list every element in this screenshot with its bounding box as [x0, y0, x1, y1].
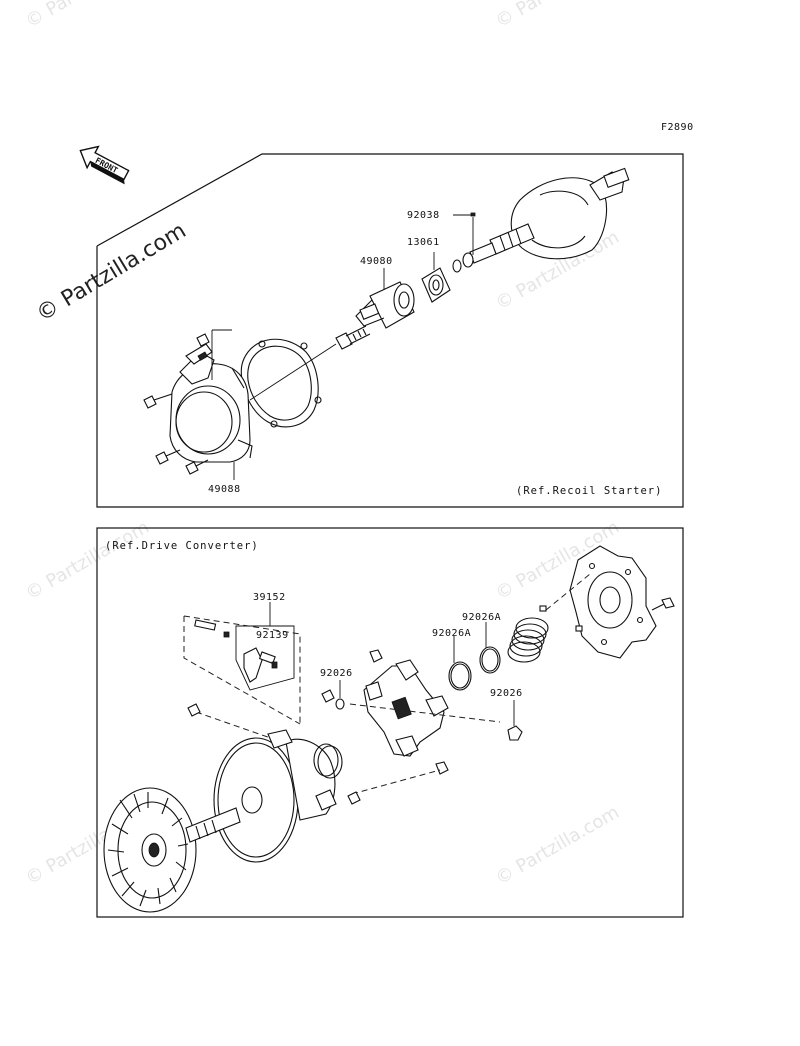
lower-ref-note: (Ref.Drive Converter) — [105, 540, 259, 552]
upper-ref-note: (Ref.Recoil Starter) — [516, 485, 662, 497]
weight-group-box — [235, 625, 295, 691]
bolt — [335, 325, 371, 350]
key-92038 — [470, 212, 476, 217]
washer — [462, 252, 474, 268]
bolt — [651, 597, 675, 611]
upper-panel-frame — [96, 153, 684, 508]
part-label-92026-right: 92026 — [490, 688, 523, 699]
watermark-tile: © Partzilla.com — [492, 0, 623, 32]
part-label-49080: 49080 — [360, 256, 393, 267]
part-label-92026-left: 92026 — [320, 668, 353, 679]
assembly-line — [351, 769, 441, 795]
cover-plate — [569, 545, 657, 659]
pin — [539, 605, 547, 612]
watermark-tile: © Partzilla.com — [22, 517, 153, 605]
plate-13061 — [421, 267, 451, 303]
fixed-sheave — [103, 787, 197, 913]
part-label-92038: 92038 — [407, 210, 440, 221]
clutch-49080 — [355, 281, 415, 329]
pin — [575, 625, 583, 632]
center-line — [249, 343, 337, 401]
front-arrow-icon: FRONT — [79, 145, 130, 185]
nut — [187, 703, 201, 717]
bolt — [143, 333, 210, 475]
nut — [369, 649, 383, 663]
recoil-starter-49088 — [169, 343, 253, 463]
assembly-line — [183, 616, 301, 725]
nut — [435, 761, 449, 775]
figure-code: F2890 — [661, 122, 694, 133]
part-label-92026a-mid: 92026A — [432, 628, 471, 639]
assembly-line — [195, 711, 283, 743]
shaft — [185, 807, 241, 843]
spring — [507, 617, 549, 663]
watermark-tile: © Partzilla.com — [22, 0, 153, 32]
upper-panel: 92038 13061 49080 — [96, 153, 684, 508]
weight-arm — [243, 647, 278, 683]
part-label-13061: 13061 — [407, 237, 440, 248]
watermark-main: © Partzilla.com — [32, 218, 190, 327]
pin — [194, 619, 230, 638]
washer — [452, 259, 462, 273]
part-label-92026a-top: 92026A — [462, 612, 501, 623]
nut — [347, 791, 361, 805]
part-label-49088: 49088 — [208, 484, 241, 495]
assembly-line — [349, 703, 501, 723]
gasket — [240, 338, 322, 428]
part-label-39152: 39152 — [253, 592, 286, 603]
watermark-tile: © Partzilla.com — [492, 802, 623, 890]
nut — [321, 689, 335, 703]
shim-92026a — [479, 646, 501, 674]
spider — [363, 659, 449, 757]
shim-92026a — [448, 661, 472, 691]
lower-panel: (Ref.Drive Converter) — [96, 527, 684, 918]
part-label-92139: 92139 — [256, 630, 289, 641]
nut-92026 — [507, 725, 523, 741]
washer-92026 — [335, 698, 345, 710]
crankshaft — [469, 167, 630, 264]
lower-panel-frame — [96, 527, 684, 918]
movable-sheave — [213, 729, 337, 863]
bushing — [313, 743, 339, 777]
